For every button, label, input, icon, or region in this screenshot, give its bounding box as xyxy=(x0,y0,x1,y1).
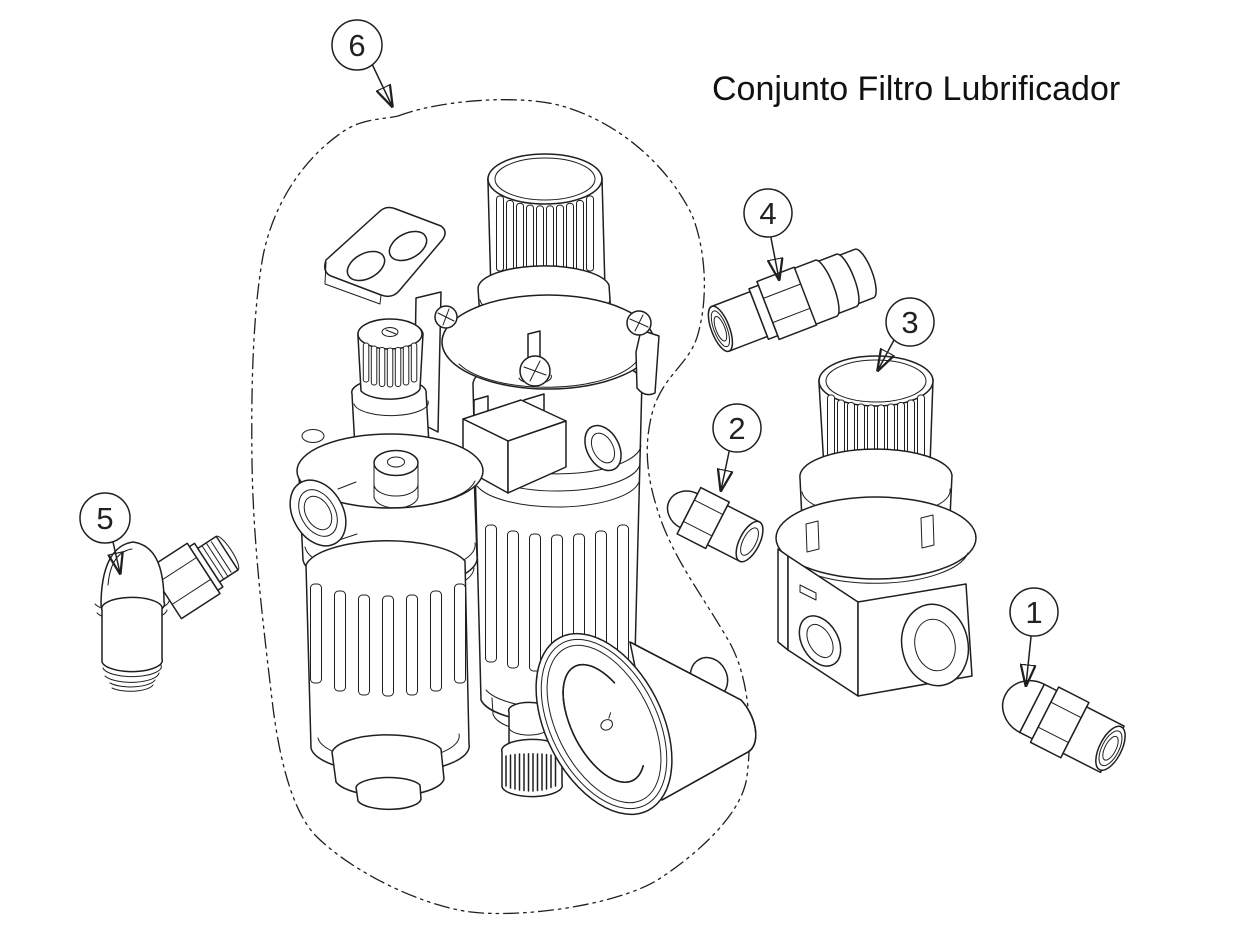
page-title: Conjunto Filtro Lubrificador xyxy=(712,70,1121,108)
drain-knurl xyxy=(506,754,556,791)
callout-2: 2 xyxy=(713,404,761,490)
callout-6-number: 6 xyxy=(348,28,365,63)
callout-4-leader xyxy=(771,238,779,279)
part-2-plug-fitting-drawing xyxy=(658,478,771,570)
callout-1: 1 xyxy=(1010,588,1058,685)
callout-3-leader xyxy=(878,340,894,370)
callout-1-balloon xyxy=(1010,588,1058,636)
fill-plug-boss xyxy=(374,451,418,476)
callout-2-balloon xyxy=(713,404,761,452)
callouts: 6 4 3 2 1 5 xyxy=(80,20,1058,685)
part-3-right-port xyxy=(894,598,976,692)
lubricator-knob-knurl xyxy=(363,343,417,387)
pressure-gauge xyxy=(508,611,755,837)
callout-5-balloon xyxy=(80,493,130,543)
regulator-bonnet xyxy=(435,295,659,477)
callout-3-balloon xyxy=(886,298,934,346)
callout-3: 3 xyxy=(878,298,934,370)
callout-5: 5 xyxy=(80,493,130,573)
callout-3-number: 3 xyxy=(901,305,918,340)
lubricator-unit xyxy=(279,319,483,809)
lubricator-port xyxy=(279,470,357,556)
main-assembly-drawing xyxy=(279,154,756,837)
callout-6-balloon xyxy=(332,20,382,70)
front-block xyxy=(463,394,566,493)
callout-1-number: 1 xyxy=(1025,595,1042,630)
callout-5-leader xyxy=(113,542,120,573)
callout-2-number: 2 xyxy=(728,411,745,446)
side-port xyxy=(578,419,629,476)
callout-6-leader xyxy=(372,64,392,106)
callout-1-leader xyxy=(1026,637,1031,685)
callout-2-leader xyxy=(721,452,729,490)
callout-4-number: 4 xyxy=(759,196,776,231)
part-3-regulator-drawing xyxy=(776,356,976,696)
callout-6: 6 xyxy=(332,20,392,106)
callout-4: 4 xyxy=(744,189,792,279)
callout-4-balloon xyxy=(744,189,792,237)
callout-5-number: 5 xyxy=(96,501,113,536)
drain-valve xyxy=(502,702,563,796)
part-5-elbow-fitting-drawing xyxy=(95,525,248,691)
part-1-nipple-fitting-drawing xyxy=(991,667,1134,781)
part-4-barb-fitting-drawing xyxy=(701,242,883,361)
part-3-left-port xyxy=(791,609,849,674)
assembly-boundary-outline xyxy=(252,100,750,914)
